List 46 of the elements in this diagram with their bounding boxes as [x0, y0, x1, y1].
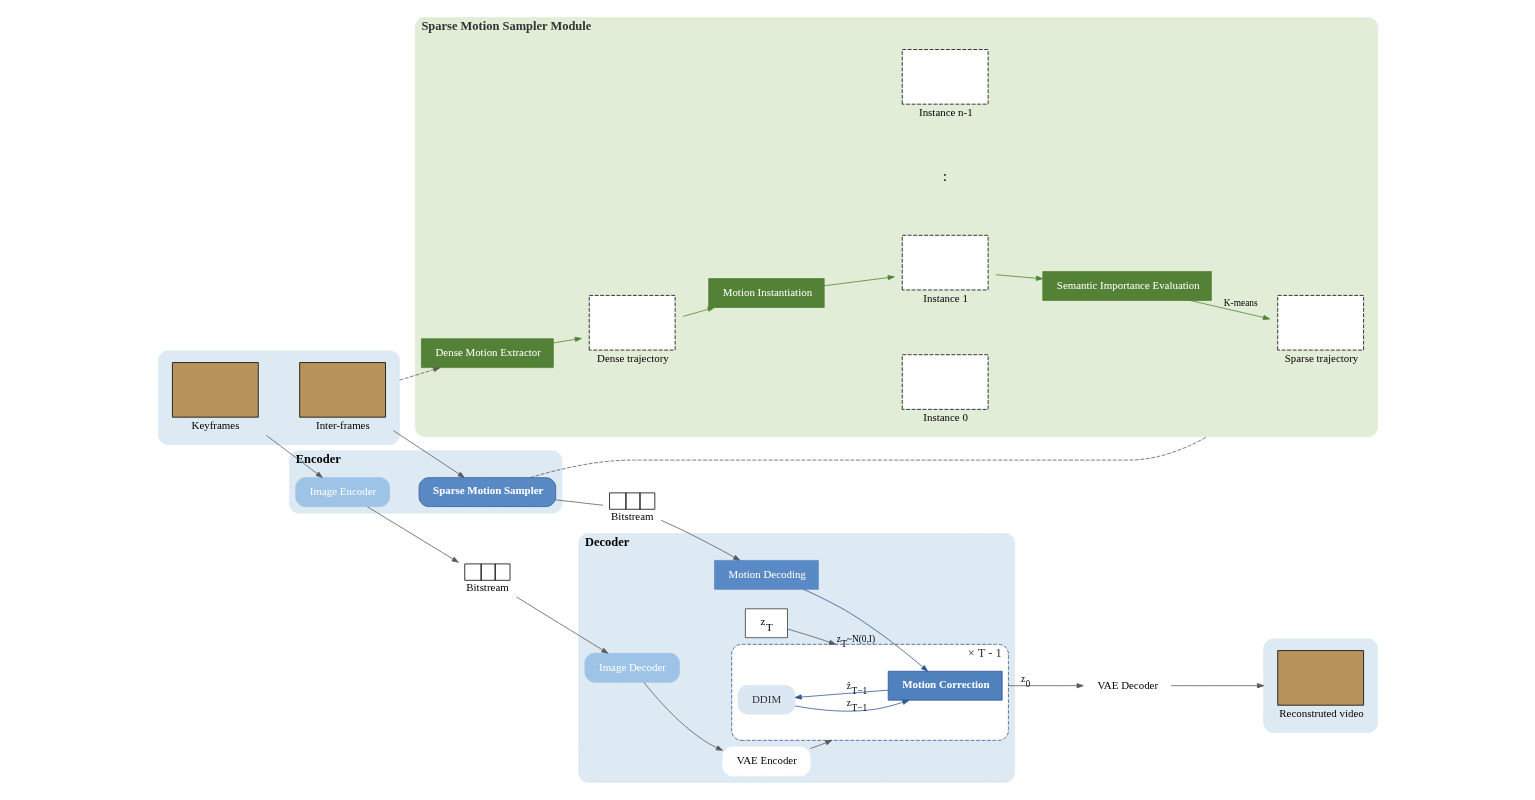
- node-box: Semantic Importance Evaluation: [1041, 271, 1212, 301]
- arrow: [823, 275, 895, 287]
- node-box: DDIM: [737, 684, 795, 715]
- node-box: Sparse Motion Sampler: [418, 477, 556, 507]
- arrow: [802, 588, 928, 672]
- node-label: Instance n-1: [918, 106, 973, 119]
- node-box: Motion Correction: [887, 670, 1003, 701]
- node-label: Dense trajectory: [596, 351, 669, 364]
- node-label: Inter-frames: [315, 419, 370, 432]
- arrow: [682, 306, 715, 317]
- connector: [554, 499, 603, 506]
- arrow: [552, 336, 582, 344]
- label: :: [942, 167, 947, 185]
- arrow: [660, 519, 740, 561]
- arrow: [515, 596, 608, 654]
- cluster: [1262, 638, 1378, 733]
- node-box: VAE Encoder: [721, 746, 811, 777]
- node-box: Image Encoder: [294, 477, 390, 507]
- node-label: Instance 1: [922, 291, 968, 304]
- node-box: Dense Motion Extractor: [420, 338, 554, 368]
- node-box: Motion Instantiation: [707, 278, 825, 308]
- node-box: Image Decoder: [584, 652, 680, 683]
- arrow: [786, 628, 836, 645]
- node-label: Bitstream: [610, 509, 654, 522]
- arrow: [1170, 683, 1264, 689]
- arrow: [398, 367, 440, 381]
- arrow: [265, 434, 323, 478]
- arrow: [392, 430, 465, 478]
- node-label: Reconstruted video: [1278, 707, 1364, 720]
- node-label: Instance 0: [922, 411, 968, 424]
- arrow: [794, 699, 909, 712]
- arrow: [366, 506, 459, 563]
- cluster: [157, 350, 400, 445]
- node-label: Bitstream: [465, 580, 509, 593]
- node-label: Keyframes: [191, 419, 239, 432]
- arrow: [995, 274, 1043, 281]
- arrow: [1189, 300, 1270, 320]
- node-text: VAE Decoder: [1096, 678, 1158, 691]
- node-label: Sparse trajectory: [1284, 351, 1358, 364]
- arrow: [794, 689, 888, 700]
- arrow: [1007, 683, 1084, 689]
- node-box: Motion Decoding: [713, 560, 819, 590]
- edge-label: K-means: [1223, 298, 1258, 309]
- connector: [529, 436, 1207, 478]
- arrow: [809, 739, 832, 749]
- arrow: [643, 682, 723, 751]
